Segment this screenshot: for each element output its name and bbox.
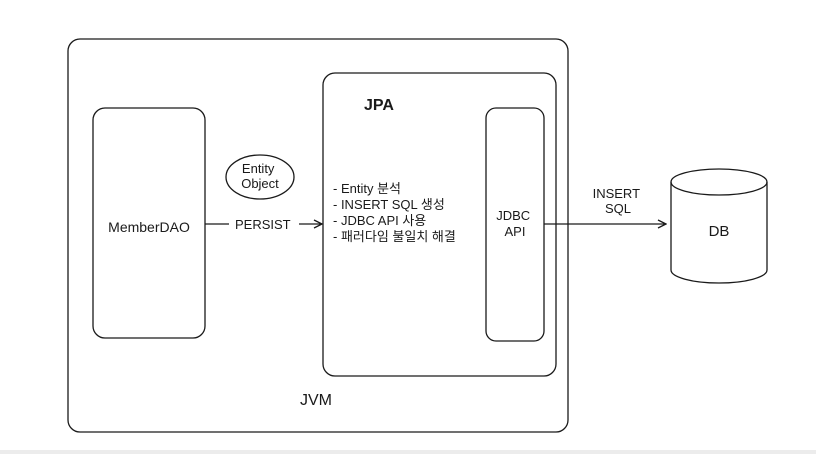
jpa-responsibility-3: - JDBC API 사용 — [333, 213, 426, 228]
jpa-responsibility-4: - 패러다임 불일치 해결 — [333, 229, 456, 244]
entity-object-line-1: Entity — [242, 161, 275, 176]
member-dao-box — [92, 107, 206, 339]
jpa-label: JPA — [364, 97, 394, 114]
insert-sql-line-1: INSERT — [593, 186, 640, 201]
member-dao-label: MemberDAO — [108, 219, 190, 235]
jdbc-line-2: API — [505, 224, 526, 239]
jpa-responsibility-1: - Entity 분석 — [333, 181, 401, 196]
jdbc-line-1: JDBC — [496, 208, 530, 223]
jvm-box — [67, 38, 569, 433]
jdbc-api-label: JDBC API — [496, 208, 534, 239]
entity-object-ellipse — [225, 154, 295, 200]
db-label: DB — [709, 223, 730, 240]
entity-object-line-2: Object — [241, 176, 279, 191]
jvm-label: JVM — [300, 392, 332, 409]
jpa-responsibility-list: - Entity 분석 - INSERT SQL 생성 - JDBC API 사… — [333, 181, 456, 244]
persist-label: PERSIST — [235, 217, 291, 232]
jpa-responsibility-2: - INSERT SQL 생성 — [333, 197, 445, 212]
page-bottom-border — [0, 450, 816, 454]
db-cylinder — [670, 168, 768, 284]
insert-sql-label: INSERT SQL — [593, 186, 644, 216]
entity-object-label: Entity Object — [241, 161, 279, 191]
insert-sql-line-2: SQL — [605, 201, 631, 216]
